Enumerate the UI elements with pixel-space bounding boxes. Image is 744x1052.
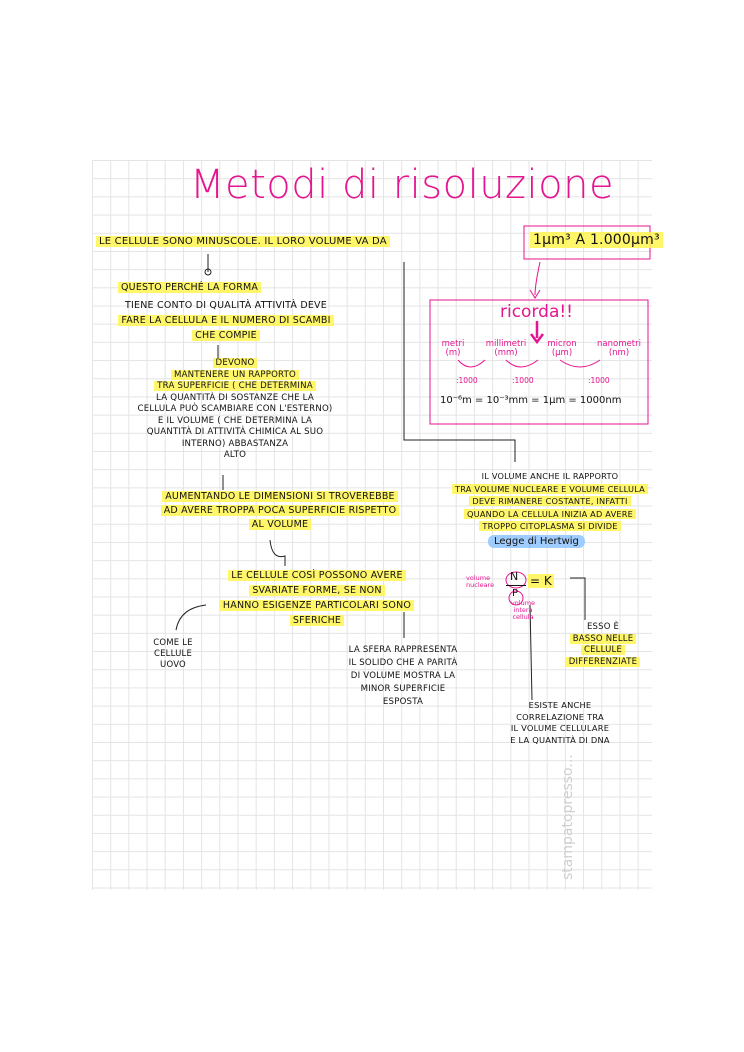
line: DEVONO	[212, 358, 258, 368]
line: SVARIATE FORME, SE NON	[249, 585, 385, 596]
legge-hertwig-label: Legge di Hertwig	[488, 535, 585, 548]
div-3: :1000	[588, 376, 610, 385]
note-dimensioni: AUMENTANDO LE DIMENSIONI SI TROVEREBBE A…	[140, 490, 420, 532]
line: INTERNO) ABBASTANZA	[181, 438, 289, 449]
header-text: LE CELLULE SONO MINUSCOLE. IL LORO VOLUM…	[96, 236, 390, 247]
formula-eq: = K	[528, 574, 554, 588]
formula-bar	[506, 585, 526, 586]
line: QUANDO LA CELLULA INIZIA AD AVERE	[463, 508, 637, 519]
note-uovo: COME LE CELLULE UOVO	[140, 638, 206, 671]
line: AD AVERE TROPPA POCA SUPERFICIE RISPETTO	[160, 505, 400, 516]
line: DEVE RIMANERE COSTANTE, INFATTI	[469, 496, 631, 506]
unit-micron: micron (μm)	[547, 339, 577, 358]
line: FARE LA CELLULA E IL NUMERO DI SCAMBI	[118, 315, 334, 326]
line: IL VOLUME ANCHE IL RAPPORTO	[481, 471, 619, 481]
arrow-8	[529, 604, 533, 701]
line: TROPPO CITOPLASMA SI DIVIDE	[479, 521, 621, 531]
formula-note-nucleare: volume nucleare	[466, 574, 495, 589]
ricorda-title: ricorda!!	[500, 302, 573, 322]
unit-millimetri: millimetri (mm)	[485, 339, 527, 358]
formula-den: P	[512, 588, 519, 599]
arrow-5	[175, 604, 207, 631]
line: LE CELLULE COSÌ POSSONO AVERE	[228, 570, 406, 581]
div-2: :1000	[512, 376, 534, 385]
legge-hertwig-text: Legge di Hertwig	[488, 535, 585, 548]
line: MANTENERE UN RAPPORTO	[170, 369, 300, 380]
formula-num: N	[510, 570, 519, 583]
line: UOVO	[160, 660, 186, 670]
long-connector	[403, 262, 516, 462]
line: CHE COMPIE	[192, 330, 260, 341]
note-rapporto: DEVONO MANTENERE UN RAPPORTO TRA SUPERFI…	[120, 358, 350, 462]
unit-nanometri: nanometri (nm)	[597, 339, 641, 358]
unit-metri: metri (m)	[441, 339, 465, 358]
line: ESSO È	[586, 622, 620, 632]
arrow-4	[269, 539, 286, 566]
note-dna: ESISTE ANCHE CORRELAZIONE TRA IL VOLUME …	[494, 700, 626, 746]
line: CELLULA PUÒ SCAMBIARE CON L'ESTERNO)	[137, 404, 333, 414]
arrow-9	[570, 577, 586, 620]
volume-range: 1μm³ A 1.000μm³	[530, 232, 663, 248]
line: HANNO ESIGENZE PARTICOLARI SONO	[219, 600, 415, 611]
note-forma: QUESTO PERCHÉ LA FORMA	[118, 282, 262, 295]
note-hertwig: IL VOLUME ANCHE IL RAPPORTO TRA VOLUME N…	[450, 470, 650, 533]
line: AUMENTANDO LE DIMENSIONI SI TROVEREBBE	[162, 491, 398, 502]
note-attivita: TIENE CONTO DI QUALITÀ ATTIVITÀ DEVE FAR…	[96, 298, 356, 343]
line: E LA QUANTITÀ DI DNA	[510, 734, 610, 745]
line: SFERICHE	[289, 615, 345, 626]
line: ESPOSTA	[382, 697, 424, 707]
line: QUANTITÀ DI ATTIVITÀ CHIMICA AL SUO	[146, 427, 324, 437]
volume-range-text: 1μm³ A 1.000μm³	[530, 232, 663, 248]
line: ALTO	[223, 450, 247, 460]
note-forme: LE CELLULE COSÌ POSSONO AVERE SVARIATE F…	[192, 568, 442, 628]
line: IL SOLIDO CHE A PARITÀ	[348, 658, 458, 668]
ricorda-box	[429, 299, 649, 425]
unit-equation: 10⁻⁶m = 10⁻³mm = 1μm = 1000nm	[440, 395, 622, 406]
line: TIENE CONTO DI QUALITÀ ATTIVITÀ DEVE	[125, 300, 327, 311]
line: CORRELAZIONE TRA	[516, 711, 604, 722]
line: CELLULE	[153, 649, 193, 659]
note-basso: ESSO È BASSO NELLE CELLULE DIFFERENZIATE	[556, 622, 650, 668]
line: MINOR SUPERFICIE	[360, 684, 446, 694]
line: BASSO NELLE	[569, 633, 637, 644]
line: DI VOLUME MOSTRA LA	[350, 671, 456, 681]
line: LA QUANTITÀ DI SOSTANZE CHE LA	[156, 392, 314, 403]
note-sfera: LA SFERA RAPPRESENTA IL SOLIDO CHE A PAR…	[318, 644, 488, 709]
line: LA SFERA RAPPRESENTA	[348, 645, 458, 655]
line: CELLULE	[580, 645, 626, 655]
line: AL VOLUME	[248, 519, 312, 530]
line: IL VOLUME CELLULARE	[510, 723, 610, 733]
line: ESISTE ANCHE	[528, 700, 592, 710]
line: DIFFERENZIATE	[565, 656, 641, 667]
line: TRA SUPERFICIE ( CHE DETERMINA	[154, 381, 316, 391]
formula-note-cellula: volume intera cellula	[510, 599, 536, 621]
pink-arrow	[534, 261, 541, 296]
header-line: LE CELLULE SONO MINUSCOLE. IL LORO VOLUM…	[96, 236, 390, 249]
page-title: Metodi di risoluzione	[190, 162, 615, 208]
div-1: :1000	[456, 376, 478, 385]
note-forma-text: QUESTO PERCHÉ LA FORMA	[118, 282, 262, 293]
line: E IL VOLUME ( CHE DETERMINA LA	[157, 415, 313, 426]
line: TRA VOLUME NUCLEARE E VOLUME CELLULA	[452, 483, 648, 494]
line: COME LE	[153, 638, 193, 648]
watermark: stampatopresso...	[560, 754, 576, 880]
